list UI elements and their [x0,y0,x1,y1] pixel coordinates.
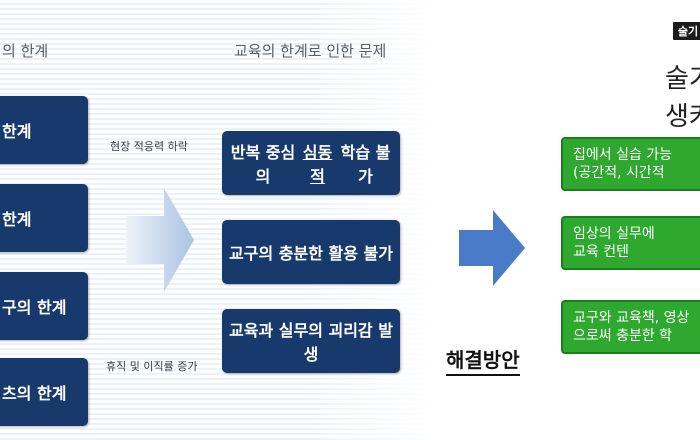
light-arrow-icon [126,188,194,292]
logo-line-2: 생켜 [665,102,700,132]
green-box-1: 집에서 실습 가능 (공간적, 시간적 [561,137,700,191]
left-box-1-label: 한계 [2,122,32,141]
middle-column-header: 교육의 한계로 인한 문제 [234,42,387,60]
left-box-1: 한계 [0,96,88,164]
solution-label: 해결방안 [446,344,520,376]
middle-box-1-underlined: 심동적 [302,143,333,186]
note-top: 현장 적응력 하락 [110,140,188,153]
logo-line-1: 술기 [665,64,700,94]
note-bottom: 휴직 및 이직률 증가 [106,360,198,373]
left-box-4-label: 츠의 한계 [2,384,67,403]
middle-box-3-text: 교육과 실무의 괴리감 발생 [229,321,393,364]
green-box-2: 임상의 실무에 교육 컨텐 [561,216,700,270]
green-box-2-line-2: 교육 컨텐 [573,244,629,260]
green-box-1-line-2: (공간적, 시간적 [573,165,665,181]
left-column-header: 의 한계 [2,42,49,60]
middle-box-1-text-b: 학습 불가 [340,143,391,186]
logo-mark-icon: 술기 [673,22,700,40]
left-box-3-label: 구의 한계 [2,298,67,317]
middle-box-2-text: 교구의 충분한 활용 불가 [229,244,393,263]
green-box-3-line-1: 교구와 교육책, 영상 [573,310,690,326]
solution-arrow-icon [459,210,525,286]
green-box-2-line-1: 임상의 실무에 [573,226,655,242]
left-box-2-label: 한계 [2,210,32,229]
middle-box-3: 교육과 실무의 괴리감 발생 [222,309,400,373]
middle-box-1-text-a: 반복 중심의 [230,143,296,186]
middle-box-1: 반복 중심의 심동적 학습 불가 [222,131,400,195]
brand-logo: 술기 술기 생켜 [657,18,700,132]
left-box-2: 한계 [0,184,88,252]
green-box-3-line-2: 으로써 충분한 학 [573,328,673,344]
green-box-1-line-1: 집에서 실습 가능 [573,147,673,163]
left-box-4: 츠의 한계 [0,358,88,426]
green-box-3: 교구와 교육책, 영상 으로써 충분한 학 [561,300,700,354]
left-box-3: 구의 한계 [0,272,88,340]
middle-box-2: 교구의 충분한 활용 불가 [222,220,400,284]
